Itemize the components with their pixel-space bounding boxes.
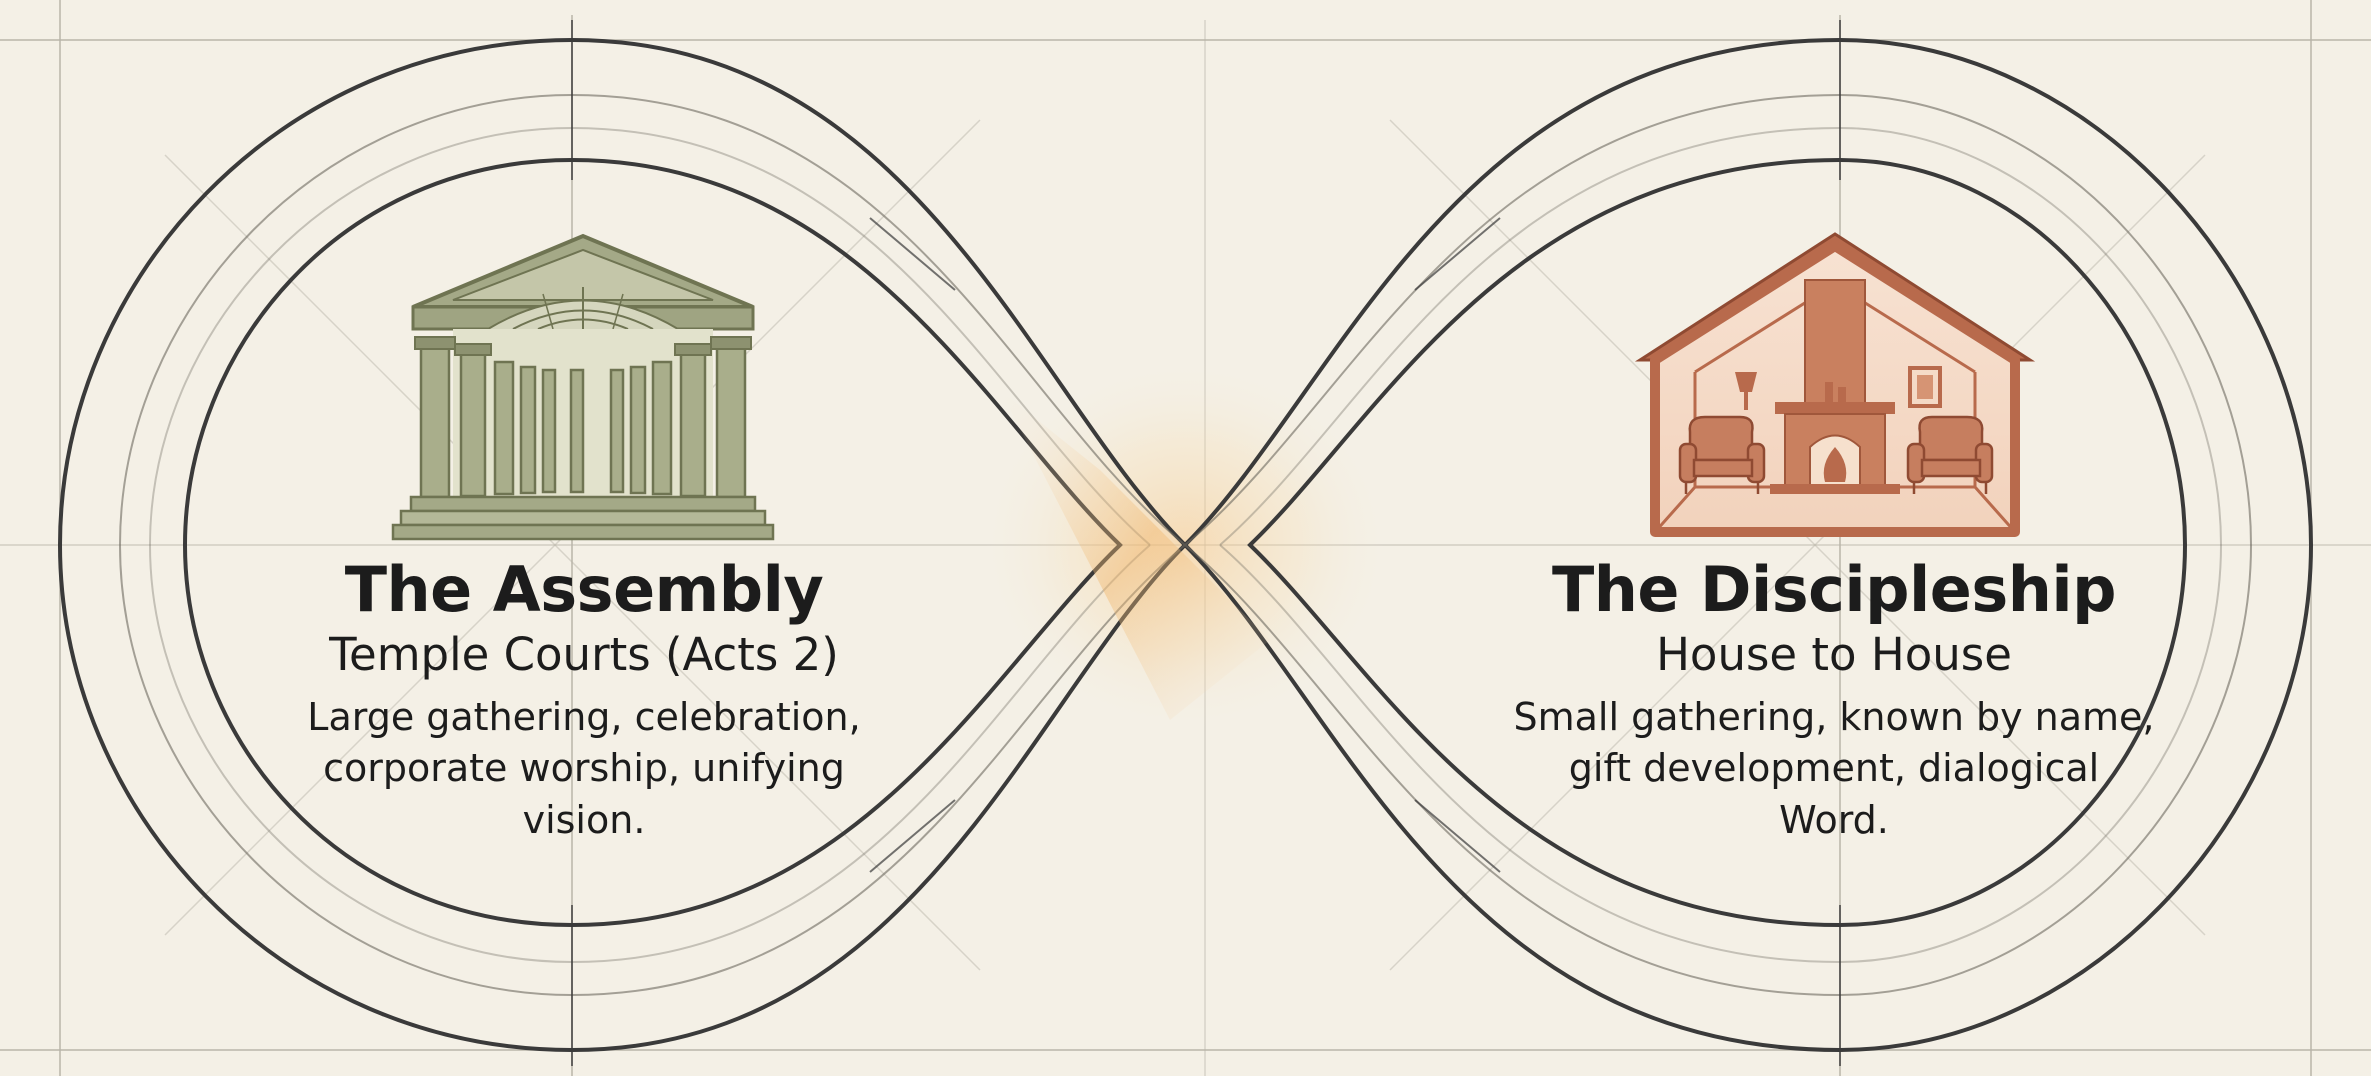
discipleship-subtitle: House to House [1656,628,2012,682]
infinity-band [57,37,2314,1053]
assembly-title: The Assembly [344,553,824,626]
assembly-text: The Assembly Temple Courts (Acts 2) Larg… [258,553,910,846]
band-ticks [571,20,1841,1066]
assembly-description: Large gathering, celebration, corporate … [307,695,861,842]
temple-icon [391,233,775,541]
discipleship-title: The Discipleship [1551,553,2117,626]
discipleship-text: The Discipleship House to House Small ga… [1508,553,2160,846]
house-icon [1634,232,2036,537]
discipleship-description: Small gathering, known by name, gift dev… [1513,695,2155,842]
assembly-subtitle: Temple Courts (Acts 2) [329,628,839,682]
